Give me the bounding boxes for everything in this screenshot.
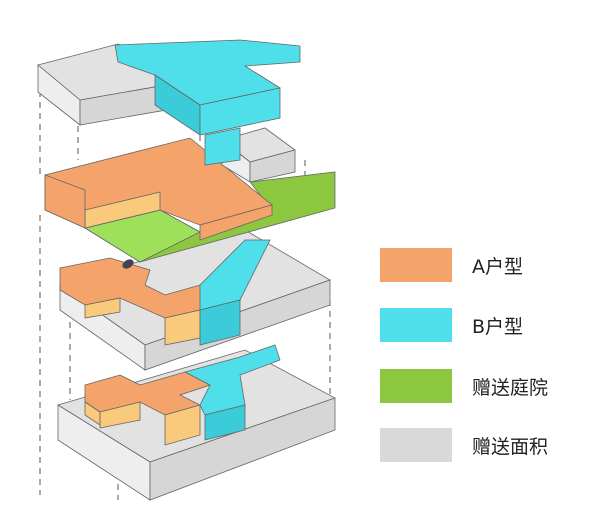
exploded-axonometric-diagram (37, 39, 336, 501)
legend-swatch-orange (380, 248, 452, 282)
unit-b-block (204, 127, 241, 166)
legend-label: 赠送面积 (472, 435, 549, 458)
unit-b-block (199, 239, 271, 311)
legend-swatch-cyan (380, 308, 452, 342)
level-1 (37, 39, 301, 136)
legend-label: A户型 (472, 255, 523, 278)
level-3 (59, 229, 331, 371)
legend-item-bonus-area: 赠送面积 (380, 428, 548, 462)
legend-label: 赠送庭院 (472, 376, 549, 399)
unit-b-block (114, 39, 301, 106)
legend-item-unit-a: A户型 (380, 248, 523, 282)
legend-item-unit-b: B户型 (380, 308, 523, 342)
unit-b-block (183, 344, 281, 416)
legend-swatch-grey (380, 428, 452, 462)
level-2 (44, 127, 336, 263)
legend-item-garden: 赠送庭院 (380, 369, 548, 403)
level-4 (57, 344, 336, 501)
north-arrow-icon (122, 259, 134, 269)
legend-swatch-green (380, 369, 452, 403)
legend-label: B户型 (472, 315, 524, 338)
